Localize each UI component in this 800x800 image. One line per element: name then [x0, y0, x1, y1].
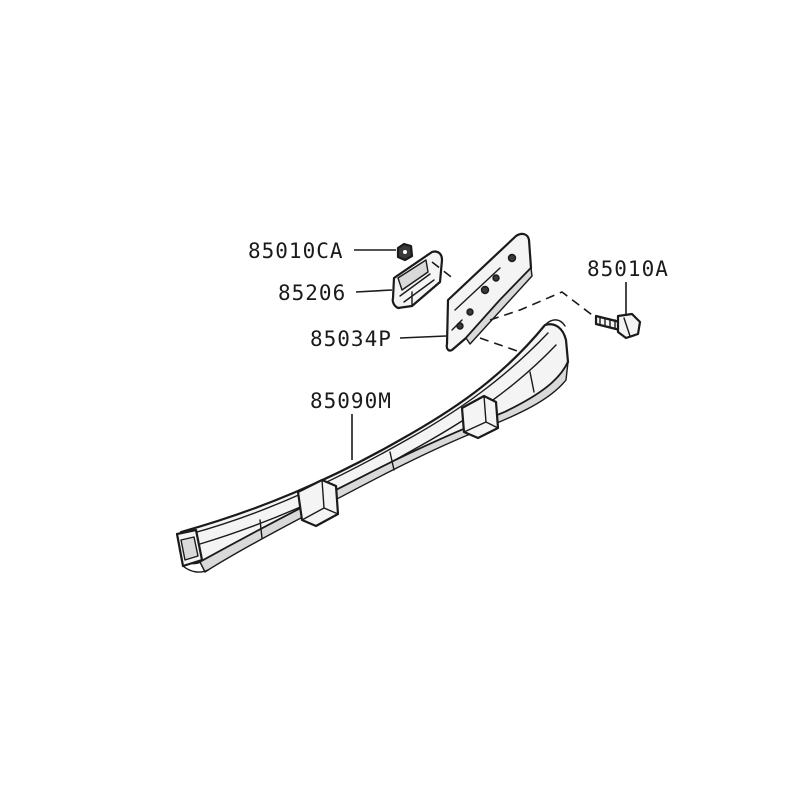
nut-drawing	[396, 242, 414, 262]
leader-85206	[355, 289, 393, 293]
bumper-reinforcement-drawing	[175, 319, 570, 573]
part-label-85090M: 85090M	[310, 389, 392, 413]
leader-lines	[351, 249, 627, 460]
part-label-85010A: 85010A	[587, 257, 669, 281]
bracket-drawing	[391, 250, 444, 310]
leader-85034P	[399, 335, 447, 339]
assembly-lines	[431, 261, 597, 353]
part-label-85034P: 85034P	[310, 327, 392, 351]
part-label-85206: 85206	[278, 281, 346, 305]
bolt-drawing	[594, 312, 642, 340]
part-label-85010CA: 85010CA	[248, 239, 344, 263]
stay-plate-drawing	[445, 232, 533, 352]
part-labels: 85010CA 85206 85034P 85090M 85010A	[248, 239, 669, 413]
